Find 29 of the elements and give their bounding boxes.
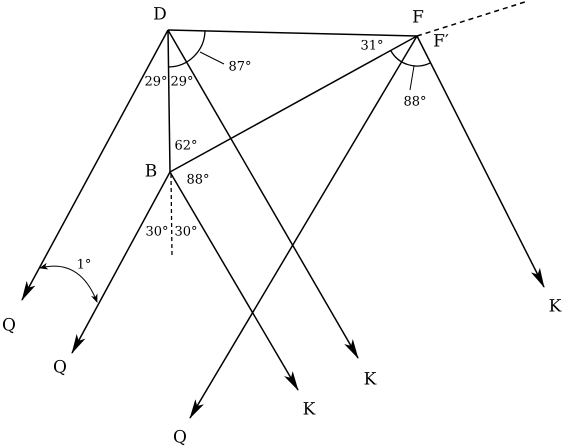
ray-label: K: [302, 402, 316, 418]
ray-label: Q: [2, 318, 16, 334]
angle-label: 62°: [174, 140, 198, 152]
angle-label: 30°: [145, 226, 169, 238]
angle-label: 31°: [360, 40, 384, 52]
point-label: F: [412, 10, 424, 26]
ray-label: Q: [53, 360, 67, 376]
angle-label: 1°: [76, 258, 92, 272]
angle-label: 87°: [228, 60, 252, 74]
line: [170, 35, 418, 173]
arrow: [169, 172, 299, 391]
angle-label: 29°: [170, 76, 194, 88]
ray-label: K: [364, 372, 376, 388]
arrow: [21, 30, 169, 301]
angle-label: 88°: [403, 96, 427, 108]
ray-label: K: [548, 298, 562, 316]
line: [168, 29, 418, 37]
arrow: [167, 30, 359, 359]
point-label: B: [144, 164, 158, 180]
point-label: F′: [433, 34, 449, 50]
angle-label: 88°: [186, 174, 210, 186]
angle-label: 29°: [144, 76, 168, 88]
arrow: [71, 172, 171, 354]
point-label: D: [153, 6, 167, 24]
ray-label: Q: [173, 430, 187, 446]
line: [167, 30, 171, 172]
arrow: [189, 36, 418, 419]
arrow: [416, 36, 545, 288]
angle-label: 30°: [174, 226, 198, 238]
